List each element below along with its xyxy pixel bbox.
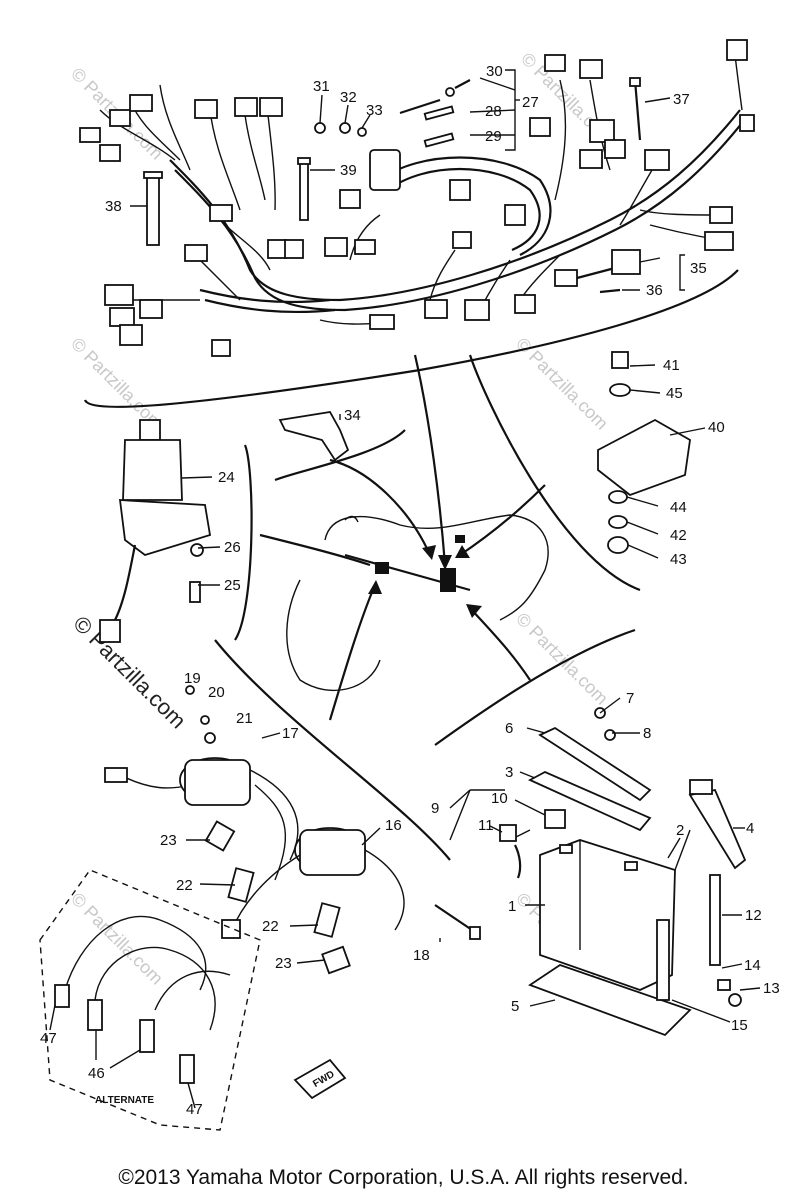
label-7: 7 xyxy=(626,690,634,707)
label-2: 2 xyxy=(676,822,684,839)
label-8: 8 xyxy=(643,725,651,742)
label-45: 45 xyxy=(666,385,683,402)
bracket-34 xyxy=(278,411,350,462)
label-42: 42 xyxy=(670,527,687,544)
parts-diagram: © Partzilla.com © Partzilla.com © Partzi… xyxy=(39,39,780,1131)
label-4: 4 xyxy=(746,820,754,837)
svg-text:© Partzilla.com: © Partzilla.com xyxy=(67,889,167,989)
label-47b: 47 xyxy=(186,1101,203,1118)
label-1: 1 xyxy=(508,898,516,915)
label-40: 40 xyxy=(708,419,725,436)
alternate-plug-caps: ALTERNATE xyxy=(39,869,261,1131)
section-separators xyxy=(83,269,739,861)
fwd-arrow: FWD xyxy=(293,1058,347,1100)
label-38: 38 xyxy=(105,198,122,215)
label-12: 12 xyxy=(745,907,762,924)
label-17: 17 xyxy=(282,725,299,742)
location-arrows xyxy=(259,354,546,721)
leader-lines xyxy=(49,77,761,1109)
label-16: 16 xyxy=(385,817,402,834)
alternate-label: ALTERNATE xyxy=(95,1095,154,1106)
copyright-footer: ©2013 Yamaha Motor Corporation, U.S.A. A… xyxy=(118,1166,689,1189)
wire-harness xyxy=(79,39,755,357)
label-44: 44 xyxy=(670,499,687,516)
label-11: 11 xyxy=(478,817,494,834)
label-21: 21 xyxy=(236,710,253,727)
label-35: 35 xyxy=(690,260,707,277)
label-23: 23 xyxy=(160,832,177,849)
battery-assembly xyxy=(499,707,747,1037)
label-10: 10 xyxy=(491,790,508,807)
label-22: 22 xyxy=(176,877,193,894)
label-30: 30 xyxy=(486,63,503,80)
label-5: 5 xyxy=(511,998,519,1015)
label-27: 27 xyxy=(522,94,539,111)
label-14: 14 xyxy=(744,957,761,974)
label-15: 15 xyxy=(731,1017,748,1034)
label-43: 43 xyxy=(670,551,687,568)
label-33: 33 xyxy=(366,102,383,119)
label-13: 13 xyxy=(763,980,780,997)
watermark: © Partzilla.com xyxy=(68,611,191,734)
label-18: 18 xyxy=(413,947,430,964)
label-26: 26 xyxy=(224,539,241,556)
label-20: 20 xyxy=(208,684,225,701)
ignition-coils xyxy=(104,685,481,975)
svg-text:© Partzilla.com: © Partzilla.com xyxy=(512,609,612,709)
label-28: 28 xyxy=(485,103,502,120)
label-23b: 23 xyxy=(275,955,292,972)
motorcycle-outline xyxy=(286,514,549,692)
label-47: 47 xyxy=(40,1030,57,1047)
label-31: 31 xyxy=(313,78,330,95)
label-22b: 22 xyxy=(262,918,279,935)
label-25: 25 xyxy=(224,577,241,594)
label-37: 37 xyxy=(673,91,690,108)
label-29: 29 xyxy=(485,128,502,145)
label-36: 36 xyxy=(646,282,663,299)
regulator xyxy=(597,351,691,554)
label-19: 19 xyxy=(184,670,201,687)
svg-text:© Partzilla.com: © Partzilla.com xyxy=(67,334,167,434)
label-39: 39 xyxy=(340,162,357,179)
main-switch xyxy=(99,419,212,643)
label-3: 3 xyxy=(505,764,513,781)
label-32: 32 xyxy=(340,89,357,106)
label-46: 46 xyxy=(88,1065,105,1082)
label-9: 9 xyxy=(431,800,439,817)
label-34: 34 xyxy=(344,407,361,424)
label-41: 41 xyxy=(663,357,680,374)
label-24: 24 xyxy=(218,469,235,486)
label-6: 6 xyxy=(505,720,513,737)
part-number-labels: 1 2 3 4 5 6 7 8 9 10 11 12 13 14 15 16 1… xyxy=(40,63,780,1118)
